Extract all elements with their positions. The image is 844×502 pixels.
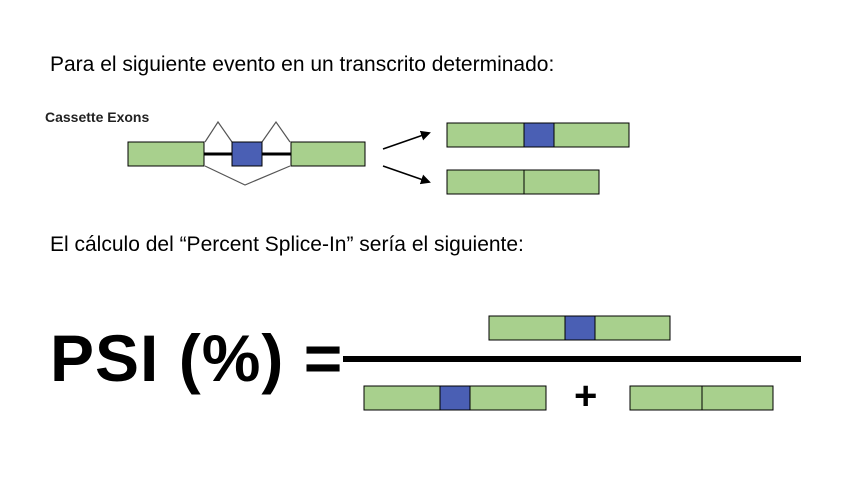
inclusion-exon-cassette [523, 122, 555, 148]
numerator-exon-downstream [594, 315, 671, 341]
skipping-arrow [382, 165, 431, 185]
fraction-bar [343, 356, 801, 362]
denominator-inc-exon-downstream [469, 385, 547, 411]
skipping-exon-downstream [523, 169, 600, 195]
psi-formula-label: PSI (%) = [50, 321, 344, 395]
denominator-skipping-isoform [629, 385, 774, 411]
denominator-inc-exon-cassette [439, 385, 471, 411]
pre-mrna-event [127, 120, 366, 186]
inclusion-junction-right [261, 120, 291, 143]
denominator-inc-exon-upstream [363, 385, 441, 411]
psi-intro-text: El cálculo del “Percent Splice-In” sería… [50, 233, 524, 256]
inclusion-junction-left [204, 120, 233, 143]
inclusion-exon-upstream [446, 122, 525, 148]
skipping-junction [204, 165, 291, 186]
skipping-isoform [446, 169, 600, 195]
denominator-skip-exon-upstream [629, 385, 703, 411]
diagram-label: Cassette Exons [45, 109, 150, 125]
upstream-exon [127, 141, 205, 167]
numerator-inclusion-isoform [488, 315, 671, 341]
intro-text: Para el siguiente evento en un transcrit… [50, 53, 555, 76]
inclusion-arrow [382, 130, 431, 150]
denominator-skip-exon-downstream [701, 385, 774, 411]
plus-sign: + [574, 374, 598, 418]
inclusion-isoform [446, 122, 630, 148]
skipping-exon-upstream [446, 169, 525, 195]
downstream-exon [290, 141, 366, 167]
inclusion-exon-downstream [553, 122, 630, 148]
numerator-exon-cassette [564, 315, 596, 341]
numerator-exon-upstream [488, 315, 566, 341]
cassette-exon [231, 141, 263, 167]
denominator-inclusion-isoform [363, 385, 547, 411]
